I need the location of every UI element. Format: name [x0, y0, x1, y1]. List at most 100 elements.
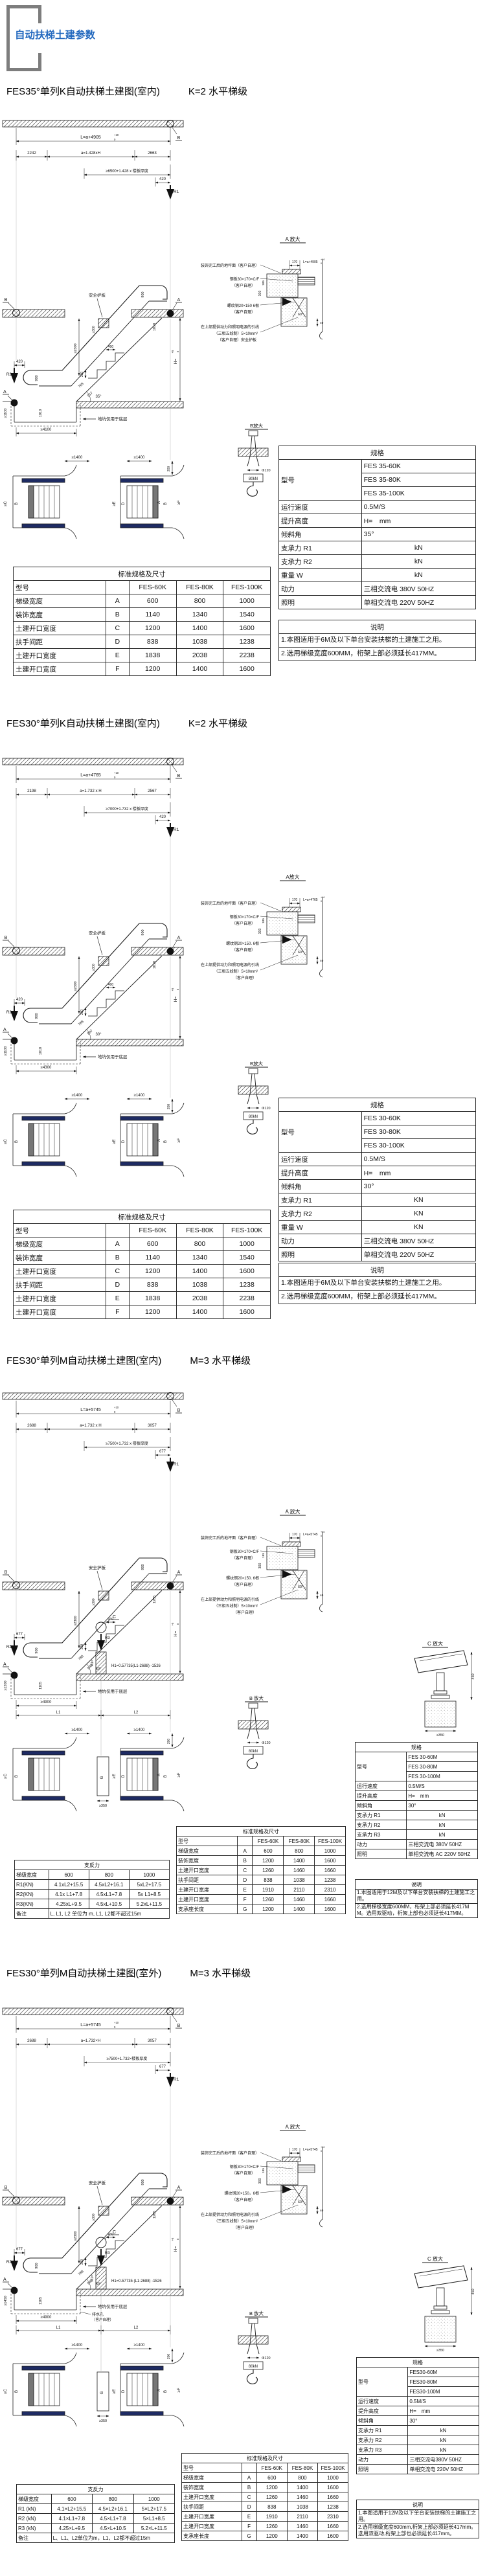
section-title-text: FES30°单列M自动扶梯土建图(室外): [6, 1968, 162, 1979]
table-cell: 30°: [361, 1179, 477, 1193]
hook: [246, 482, 258, 497]
dim-label: 900: [141, 2179, 145, 2185]
table-cell: 装饰宽度: [181, 2482, 242, 2492]
dim-label: 35°: [95, 395, 102, 399]
hatch-area: [76, 2288, 184, 2296]
annotation: 在上部提供动力和照明电源的引线: [201, 962, 259, 967]
drawing-path: [64, 1737, 77, 1749]
drawing-line: [8, 1575, 15, 1582]
table-cell: A: [105, 1237, 130, 1251]
drawing-line: [166, 1392, 174, 1400]
annotation: （客户自理）: [232, 1555, 255, 1561]
concrete-footing: [424, 1700, 457, 1728]
dim-label: 900: [141, 929, 145, 935]
dim-label: 788: [78, 1655, 85, 1662]
table-cell: 0.5M/S: [406, 1781, 478, 1791]
table-cell: R1(KN): [14, 1879, 49, 1890]
table-cell: 倾斜角: [354, 1800, 407, 1811]
table-cell: FES30-100M: [407, 2386, 479, 2397]
drawing-box: [96, 1756, 109, 1796]
table-cell: 4.5xL+10.5: [88, 1899, 130, 1909]
drawing-line: [292, 935, 305, 956]
table-cell: R3 (kN): [16, 2523, 52, 2533]
drawing-line: [172, 765, 177, 773]
dim-label: ≥1400: [134, 2344, 145, 2347]
annotation: 钢板30×170×C/F: [230, 2164, 260, 2169]
table-cell: 1038: [286, 2502, 318, 2512]
table-cell: 800: [88, 1870, 130, 1880]
dim-label: ≥1100: [4, 409, 8, 418]
table-cell: 梯级宽度: [13, 1237, 106, 1251]
table-cell: H= mm: [406, 1791, 478, 1801]
dim-label: B: [164, 1775, 168, 1778]
table-cell: 三相交流电 380V 50HZ: [361, 582, 477, 596]
table-cell: 照明: [278, 595, 362, 609]
dim-label: 420: [16, 998, 23, 1002]
table-cell: 1.本图适用于12M及以下单台安装扶梯的土建施工之用。: [356, 2509, 479, 2524]
dim-label: 0: [114, 138, 116, 141]
brand-bracket-logo: [6, 5, 41, 71]
drawing-line: [247, 1094, 251, 1105]
marker-circle: [166, 2007, 174, 2015]
drawing-line: [7, 395, 13, 401]
dim-label: 170: [292, 1533, 298, 1537]
table-cell: 土建开口宽度: [181, 2521, 242, 2531]
concrete-block: [266, 273, 299, 298]
table-cell: 1600: [223, 621, 271, 635]
table-cell: 800: [286, 2472, 318, 2483]
dim-label: ≥350: [99, 1804, 107, 1808]
table-cell: 1460: [283, 1894, 315, 1904]
section-subtitle: K=2 水平梯级: [188, 718, 248, 729]
table-cell: 4.1xL2+15.5: [48, 1879, 89, 1890]
dim-label: R1: [174, 1462, 179, 1467]
dim-label: 300: [258, 1563, 262, 1569]
dim-label: 200: [80, 1010, 84, 1015]
hatch-area: [2, 947, 65, 956]
dim-label: 2198: [27, 789, 36, 793]
drawing-line: [166, 120, 174, 128]
hatch-area: [238, 1085, 269, 1095]
dim-label: B: [177, 2024, 181, 2028]
table-cell: 支承座长度: [181, 2531, 242, 2541]
table-cell: 1.本图适用于6M及以下单台安装扶梯的土建施工之用。: [278, 633, 476, 648]
drawing-line: [8, 940, 15, 947]
dim-label: ≥F: [177, 1138, 181, 1142]
balustrade-bar: [120, 2366, 164, 2371]
annotation: 钢板30×170×C/F: [230, 914, 260, 920]
table-cell: 1000: [223, 594, 271, 608]
handrail-profile: [23, 285, 168, 385]
dim-label: A: [177, 298, 181, 302]
balustrade-bar: [120, 523, 164, 528]
balustrade-bar: [21, 2411, 65, 2416]
drawing-line: [254, 2323, 257, 2345]
table-cell: 型号: [354, 1752, 407, 1781]
table-cell: 1400: [176, 621, 224, 635]
dim-label: 1010: [39, 409, 43, 417]
dim-label: H=: [174, 359, 178, 365]
dim-label: ≥1400: [72, 1094, 83, 1098]
dim-label: ≥6500+1.428 x 楼板厚度: [106, 168, 148, 174]
table-cell: 单相交流电 220V 50HZ: [407, 2464, 479, 2474]
table-cell: [241, 2463, 257, 2473]
dim-label: ≥1450: [4, 2296, 8, 2305]
dim-label: 400: [108, 345, 114, 349]
drawing-path: [64, 2415, 77, 2427]
dim-label: ≥4100: [41, 428, 52, 432]
table-cell: R3(KN): [14, 1899, 49, 1909]
dim-label: 300: [258, 2178, 262, 2184]
table-cell: kN: [361, 541, 477, 555]
table-cell: 扶手间距: [181, 2502, 242, 2512]
table-cell: 动力: [356, 2454, 409, 2465]
dim-label: 200: [80, 1644, 84, 1650]
dim-label: 900: [35, 1013, 39, 1019]
table-cell: 型号: [181, 2463, 242, 2473]
table-cell: 2110: [283, 1884, 315, 1895]
table-cell: FES 35-100K: [361, 486, 477, 501]
drawing-line: [256, 2344, 260, 2355]
